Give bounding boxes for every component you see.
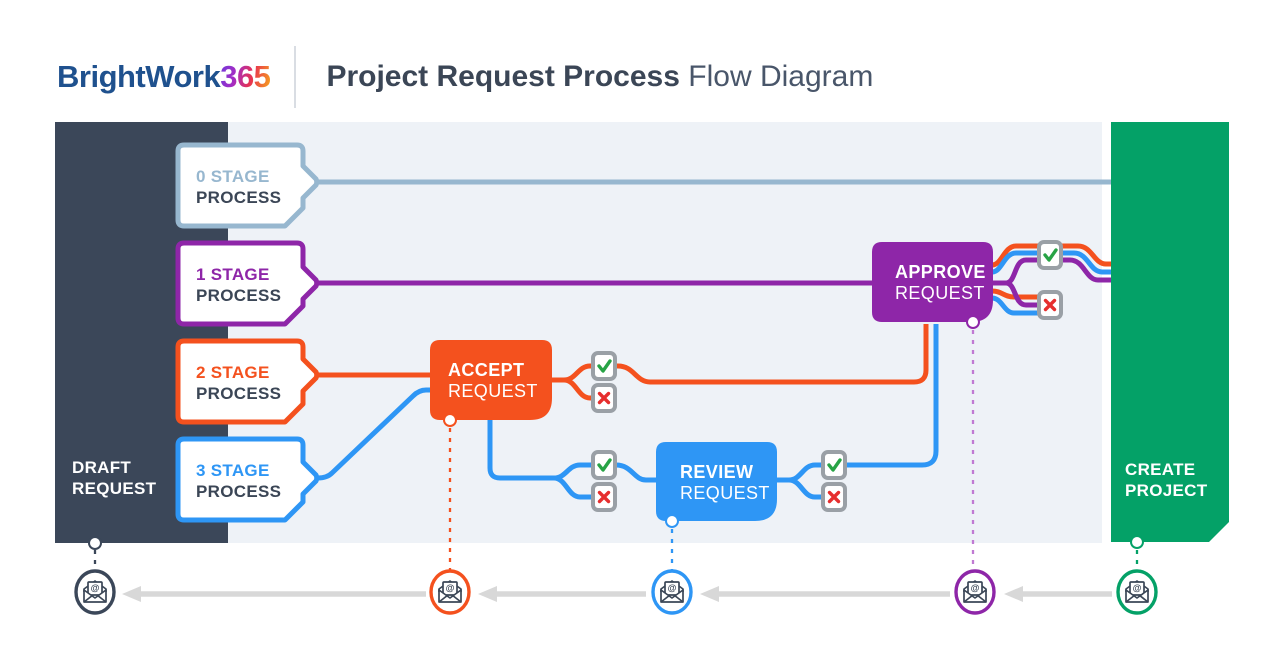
stage-2-label: 2 STAGE: [196, 363, 270, 382]
review-entry-cross-icon: [591, 482, 617, 512]
review-check-icon: [821, 450, 847, 480]
accept-check-icon: [591, 351, 617, 381]
stage-2-shape: [175, 338, 320, 425]
review-entry-check-icon: [591, 450, 617, 480]
stage-2-process-box: 2 STAGE PROCESS: [175, 338, 320, 425]
stage-2-sublabel: PROCESS: [196, 384, 281, 403]
arrow-head-1: [122, 586, 141, 602]
draft-email-icon: @: [74, 569, 116, 615]
review-connector-dot: [665, 514, 679, 528]
accept-cross-icon: [591, 383, 617, 413]
stage-0-process-box: 0 STAGE PROCESS: [175, 142, 320, 229]
stage-0-shape: [175, 142, 320, 229]
accept-shape: [430, 340, 552, 420]
approve-check-icon: [1037, 240, 1063, 270]
approve-label-line2: REQUEST: [895, 283, 985, 303]
accept-email-icon: @: [429, 569, 471, 615]
create-email-icon: @: [1116, 569, 1158, 615]
at-symbol: @: [668, 583, 677, 593]
accept-label-line2: REQUEST: [448, 381, 538, 401]
approve-shape: [872, 242, 993, 322]
flow-review-rejected-path: [777, 477, 826, 500]
stage-1-label: 1 STAGE: [196, 265, 270, 284]
arrow-head-2: [478, 586, 497, 602]
approve-cross-icon: [1037, 290, 1063, 320]
at-symbol: @: [971, 583, 980, 593]
page-title: Project Request Process Flow Diagram: [326, 60, 873, 94]
logo-word: BrightWork: [57, 59, 221, 94]
at-symbol: @: [1133, 583, 1142, 593]
title-light: Flow Diagram: [688, 60, 874, 93]
at-symbol: @: [91, 583, 100, 593]
flow-review-approved-path: [777, 324, 939, 483]
accept-label-line1: ACCEPT: [448, 360, 524, 380]
flow-approve-check-blue: [991, 250, 1111, 275]
stage-3-sublabel: PROCESS: [196, 482, 281, 501]
create-label-line2: PROJECT: [1125, 481, 1208, 500]
review-request-box: REVIEW REQUEST: [656, 442, 777, 521]
at-symbol: @: [446, 583, 455, 593]
header-divider: [294, 46, 297, 108]
flow-accept-rejected-path: [552, 377, 601, 401]
arrow-head-4: [1004, 586, 1023, 602]
stage-3-shape: [175, 436, 320, 523]
review-cross-icon: [821, 482, 847, 512]
approve-connector-dot: [966, 315, 980, 329]
draft-label-line2: REQUEST: [72, 479, 157, 498]
logo-number: 365: [220, 59, 271, 94]
stage-1-shape: [175, 240, 320, 327]
arrow-head-3: [700, 586, 719, 602]
review-email-icon: @: [651, 569, 693, 615]
flow-approve-check-orange: [991, 243, 1111, 268]
stage-3-process-box: 3 STAGE PROCESS: [175, 436, 320, 523]
accept-request-box: ACCEPT REQUEST: [430, 340, 552, 420]
review-label-line1: REVIEW: [680, 462, 753, 482]
title-bold: Project Request Process: [326, 60, 680, 93]
approve-label-line1: APPROVE: [895, 262, 986, 282]
flow-line-stage3: [314, 387, 430, 481]
stage-0-sublabel: PROCESS: [196, 188, 281, 207]
flow-approve-cross-blue: [991, 295, 1044, 316]
approve-request-box: APPROVE REQUEST: [872, 242, 993, 322]
page-header: BrightWork365 Project Request Process Fl…: [57, 42, 873, 112]
review-shape: [656, 442, 777, 521]
draft-label-line1: DRAFT: [72, 458, 131, 477]
email-arrows: [122, 586, 1112, 602]
approve-email-icon: @: [954, 569, 996, 615]
review-label-line2: REQUEST: [680, 483, 770, 503]
flow-accept-approved-path: [552, 324, 929, 385]
flow-approve-cross-purple: [1005, 280, 1044, 308]
create-label-line1: CREATE: [1125, 460, 1195, 479]
create-connector-dot: [1130, 535, 1144, 549]
flow-accept-to-review: [487, 420, 554, 481]
accept-connector-dot: [443, 413, 457, 427]
draft-connector-dot: [88, 536, 102, 550]
stage-0-label: 0 STAGE: [196, 167, 270, 186]
stage-3-label: 3 STAGE: [196, 461, 270, 480]
flow-review-entry-cross-path: [553, 475, 601, 500]
create-project-column: [1111, 122, 1229, 542]
stage-1-sublabel: PROCESS: [196, 286, 281, 305]
stage-1-process-box: 1 STAGE PROCESS: [175, 240, 320, 327]
brightwork-logo: BrightWork365: [57, 59, 271, 95]
